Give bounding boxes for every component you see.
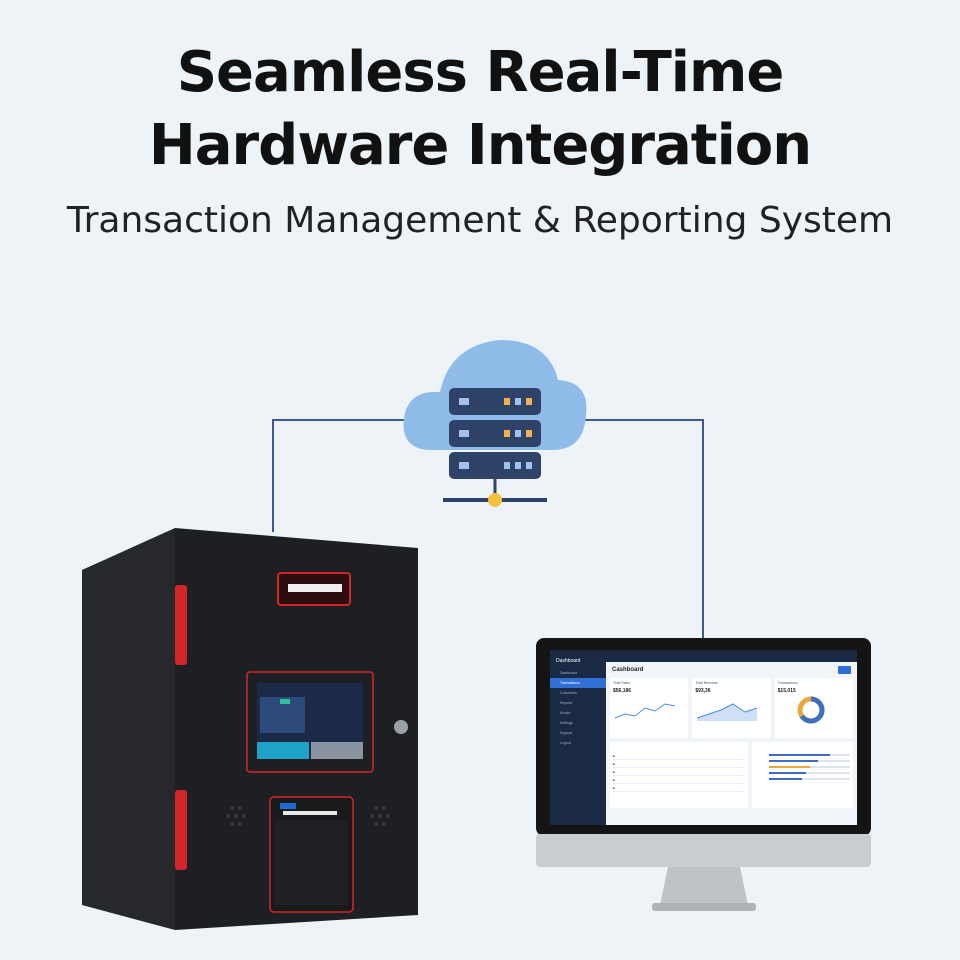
panel-title-placeholder [755, 745, 850, 749]
kiosk-cancel-button[interactable] [311, 742, 363, 759]
page-subtitle: Transaction Management & Reporting Syste… [66, 200, 894, 241]
monitor-chin [536, 834, 871, 867]
sidebar-item[interactable]: Logout [560, 741, 571, 745]
speaker-grille-left [226, 806, 246, 826]
progress-row [755, 758, 850, 764]
dashboard-bottom-row: ■ ■ ■ ■ ■ [606, 738, 857, 812]
sidebar-item[interactable]: Support [560, 731, 573, 735]
transactions-table-panel: ■ ■ ■ ■ ■ [610, 742, 749, 808]
progress-fill [769, 754, 830, 756]
panel-title-placeholder [613, 745, 745, 749]
page-title-line-2: Hardware Integration [148, 113, 812, 178]
dashboard-main: Cashboard Total Sales $56,186 Total Reve… [606, 650, 857, 825]
progress-fill [769, 766, 810, 768]
dashboard-topbar [606, 650, 857, 662]
progress-row [755, 764, 850, 770]
progress-row [755, 752, 850, 758]
screen-bezel [246, 671, 374, 773]
dashboard-screen: Dashboard Dashboard Transactions Custome… [550, 650, 857, 825]
stat-card-value: $93,36 [695, 688, 711, 694]
table-row[interactable]: ■ [613, 784, 746, 792]
progress-bars-panel [752, 742, 853, 808]
progress-row [755, 770, 850, 776]
stat-card: Transactions $15,015 [774, 678, 853, 738]
printer-door [275, 820, 348, 905]
lock-icon [394, 720, 408, 734]
dashboard-action-button[interactable] [837, 666, 851, 674]
kiosk-accent-bottom [175, 790, 187, 870]
stat-card-label: Total Revenue [695, 681, 718, 685]
kiosk-accent-top [175, 585, 187, 665]
progress-fill [769, 760, 818, 762]
stat-card-value: $15,015 [777, 688, 796, 694]
stat-card: Total Revenue $93,36 [692, 678, 771, 738]
card-slot-ticket [288, 584, 342, 592]
receipt-slot [283, 811, 337, 815]
network-node-icon [443, 479, 547, 507]
dashboard-logo: Dashboard [556, 658, 581, 664]
stat-card-label: Transactions [777, 681, 798, 685]
sales-line-chart [614, 703, 676, 719]
table-row[interactable]: ■ [613, 768, 746, 776]
progress-fill [769, 778, 802, 780]
dashboard-cards: Total Sales $56,186 Total Revenue $93,36… [606, 678, 857, 738]
table-row[interactable]: ■ [613, 776, 746, 784]
kiosk-screen-badge [280, 699, 290, 704]
transactions-donut-chart [797, 696, 825, 724]
monitor-connector-line [578, 419, 704, 640]
kiosk-side-panel [82, 528, 175, 930]
stat-card-label: Total Sales [613, 681, 631, 685]
dashboard-page-head: Cashboard [606, 662, 857, 678]
server-rack-icon [449, 388, 541, 479]
dashboard-sidebar: Dashboard Dashboard Transactions Custome… [550, 650, 606, 825]
stat-card-value: $56,186 [613, 688, 632, 694]
page-title-line-1: Seamless Real-Time [176, 40, 785, 105]
sidebar-item-active[interactable]: Transactions [550, 678, 606, 688]
sidebar-item[interactable]: Reports [560, 701, 573, 705]
table-row[interactable]: ■ [613, 752, 746, 760]
printer-status-led [280, 803, 296, 809]
progress-fill [769, 772, 806, 774]
monitor-stand-base [652, 903, 756, 911]
sidebar-item[interactable]: Settings [560, 721, 573, 725]
cloud-server-icon [403, 340, 587, 507]
payment-kiosk-icon [82, 528, 418, 930]
kiosk-connector-line [272, 419, 420, 532]
revenue-area-chart [697, 703, 758, 721]
stat-card: Total Sales $56,186 [610, 678, 689, 738]
monitor-stand-neck [660, 867, 748, 905]
progress-row [755, 776, 850, 782]
sidebar-item[interactable]: Kiosks [560, 711, 571, 715]
dashboard-page-title: Cashboard [612, 667, 644, 673]
kiosk-confirm-button[interactable] [257, 742, 309, 759]
table-row[interactable]: ■ [613, 760, 746, 768]
speaker-grille-right [370, 806, 390, 826]
sidebar-item[interactable]: Customers [560, 691, 577, 695]
sidebar-item[interactable]: Dashboard [560, 671, 578, 675]
